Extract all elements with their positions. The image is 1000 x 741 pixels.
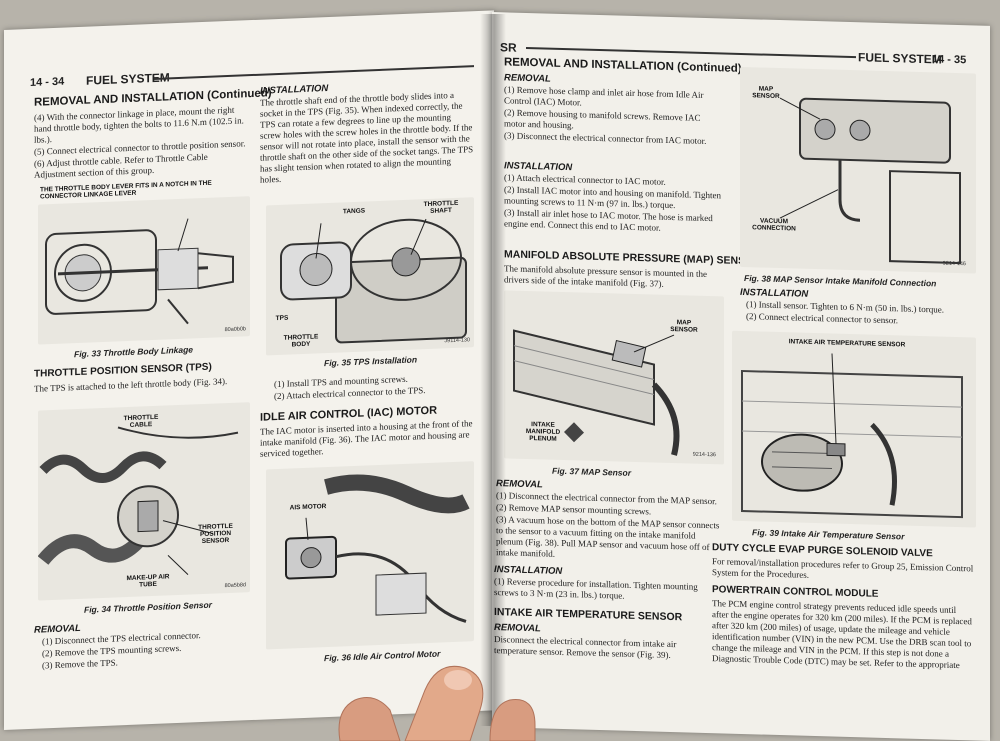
pcm-heading: POWERTRAIN CONTROL MODULE xyxy=(712,584,879,600)
hand-holding-book xyxy=(338,665,536,741)
fig35-caption: Fig. 35 TPS Installation xyxy=(324,354,418,369)
fig39-illustration: INTAKE AIR TEMPERATURE SENSOR xyxy=(732,330,976,528)
map-sensor-fig38-label: MAP SENSOR xyxy=(752,85,780,101)
tps-label: THROTTLE POSITION SENSOR xyxy=(198,522,233,546)
right-removal2-steps: (1) Disconnect the electrical connector … xyxy=(496,490,721,565)
install-text: The throttle shaft end of the throttle b… xyxy=(260,89,474,185)
right-install2-text: (1) Reverse procedure for installation. … xyxy=(494,576,698,601)
intake-plenum-label: INTAKE MANIFOLD PLENUM xyxy=(525,421,561,443)
make-up-air-tube-label: MAKE-UP AIR TUBE xyxy=(126,573,170,589)
throttle-body-label: THROTTLE BODY xyxy=(283,333,319,349)
steps-block: (4) With the connector linkage in place,… xyxy=(34,104,249,182)
book-gutter-shadow xyxy=(480,14,506,726)
header-rule-right xyxy=(526,46,856,59)
left-page: 14 - 34 FUEL SYSTEM REMOVAL AND INSTALLA… xyxy=(4,10,494,730)
idle-air-control-motor-drawing xyxy=(285,474,470,623)
fig38-illustration: MAP SENSOR VACUUM CONNECTION 9214-146 xyxy=(740,66,976,274)
pcm-text: The PCM engine control strategy prevents… xyxy=(712,598,972,671)
install-steps: (1) Install TPS and mounting screws. (2)… xyxy=(274,371,474,403)
fig33-illustration: 80a0b0b xyxy=(38,196,250,345)
right-install-steps: (1) Attach electrical connector to IAC m… xyxy=(504,172,724,236)
right-removal-steps: (1) Remove hose clamp and inlet air hose… xyxy=(504,84,724,148)
map-sensor-connection-drawing xyxy=(779,97,961,265)
fig38-code: 9214-146 xyxy=(942,260,966,268)
removal-heading: REMOVAL xyxy=(34,622,81,636)
iac-text: The IAC motor is inserted into a housing… xyxy=(260,418,473,459)
header-rule xyxy=(154,65,474,80)
tps-installation-drawing xyxy=(280,218,467,344)
fig34-code: 80a5b8d xyxy=(224,582,246,590)
fig34-caption: Fig. 34 Throttle Position Sensor xyxy=(84,599,212,615)
throttle-shaft-label: THROTTLE SHAFT xyxy=(423,199,459,215)
fig36-illustration: AIS MOTOR xyxy=(266,461,474,650)
fig33-caption: Fig. 33 Throttle Body Linkage xyxy=(74,344,194,360)
right-install-heading: INSTALLATION xyxy=(504,160,573,174)
right-section-heading: REMOVAL AND INSTALLATION (Continued) xyxy=(504,56,742,75)
evap-text: For removal/installation procedures refe… xyxy=(712,556,974,580)
fig34-illustration: THROTTLE CABLE THROTTLE POSITION SENSOR … xyxy=(38,402,250,601)
fig39-caption: Fig. 39 Intake Air Temperature Sensor xyxy=(752,527,905,542)
right-removal-heading: REMOVAL xyxy=(504,72,551,85)
right-page: SR FUEL SYSTEM 14 - 35 REMOVAL AND INSTA… xyxy=(492,12,990,741)
throttle-position-sensor-drawing xyxy=(38,426,239,575)
map-sensor-drawing xyxy=(513,329,680,456)
iat-heading: INTAKE AIR TEMPERATURE SENSOR xyxy=(494,606,683,624)
fig38-caption: Fig. 38 MAP Sensor Intake Manifold Conne… xyxy=(744,273,937,289)
right-install3-steps: (1) Install sensor. Tighten to 6 N·m (50… xyxy=(746,299,974,329)
fig33-code: 80a0b0b xyxy=(224,326,246,334)
right-install3-heading: INSTALLATION xyxy=(740,286,809,300)
right-removal2-step-3: (3) A vacuum hose on the bottom of the M… xyxy=(496,514,720,559)
vacuum-connection-label: VACUUM CONNECTION xyxy=(752,217,796,233)
map-sensor-label: MAP SENSOR xyxy=(670,319,698,334)
throttle-body-linkage-drawing xyxy=(45,218,234,325)
fig37-caption: Fig. 37 MAP Sensor xyxy=(552,465,632,478)
tps-fig35-label: TPS xyxy=(275,314,289,323)
fig35-code: J9114-130 xyxy=(444,337,470,345)
fig35-illustration: TANGS THROTTLE SHAFT TPS THROTTLE BODY J… xyxy=(266,197,474,356)
left-page-number: 14 - 34 xyxy=(30,75,65,89)
right-page-number: 14 - 35 xyxy=(932,53,967,67)
fig37-illustration: MAP SENSOR INTAKE MANIFOLD PLENUM 9214-1… xyxy=(504,290,724,465)
fig37-code: 9214-136 xyxy=(692,451,716,459)
intake-air-temp-sensor-drawing xyxy=(741,353,963,519)
right-chapter-title: FUEL SYSTEM xyxy=(858,50,942,67)
throttle-cable-label: THROTTLE CABLE xyxy=(123,413,159,429)
map-text: The manifold absolute pressure sensor is… xyxy=(504,263,707,289)
removal-steps: (1) Disconnect the TPS electrical connec… xyxy=(42,628,247,672)
